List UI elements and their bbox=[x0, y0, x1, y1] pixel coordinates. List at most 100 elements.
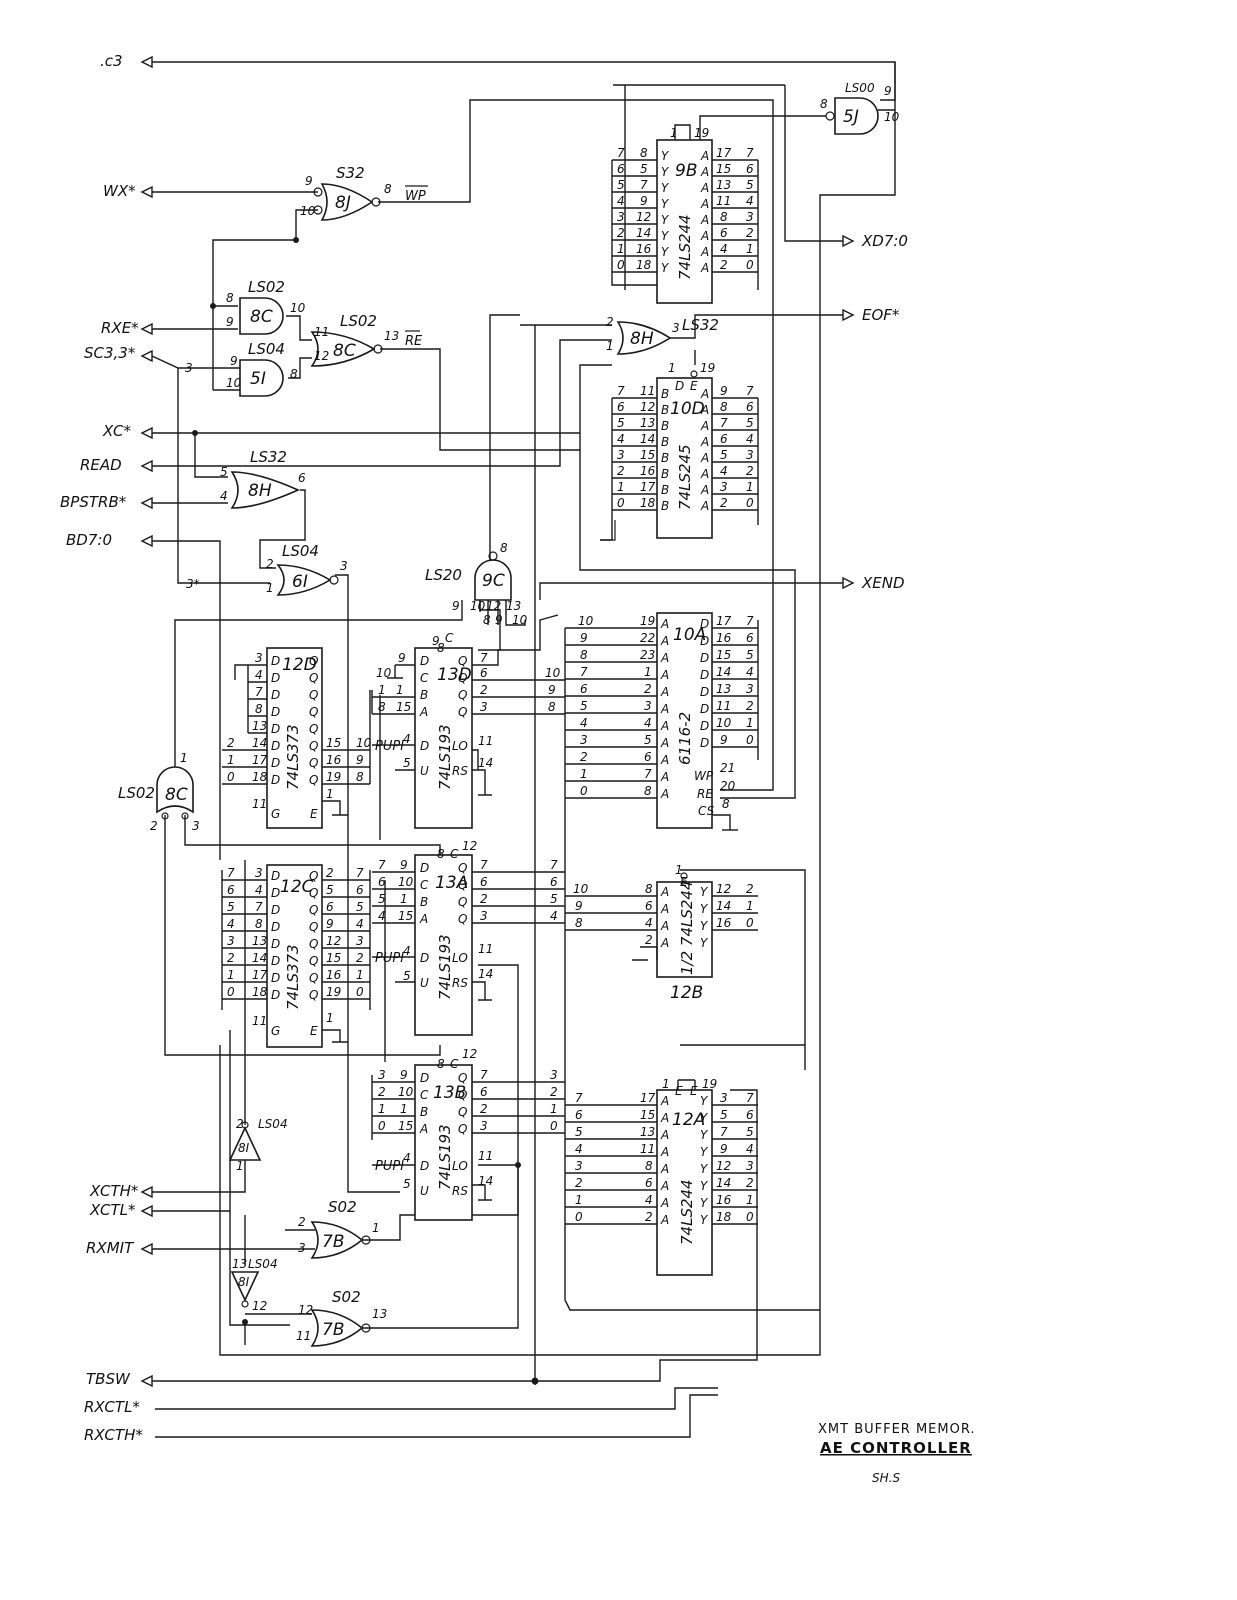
svg-text:3: 3 bbox=[298, 1241, 306, 1255]
svg-text:10: 10 bbox=[398, 875, 414, 889]
svg-text:D: D bbox=[700, 634, 709, 648]
svg-text:Y: Y bbox=[661, 261, 670, 275]
svg-text:4: 4 bbox=[746, 194, 754, 208]
input-sc33-label: SC3,3* bbox=[84, 344, 136, 362]
svg-text:18: 18 bbox=[716, 1210, 732, 1224]
gate-8h-upper-part: LS32 bbox=[682, 316, 719, 334]
svg-text:D: D bbox=[271, 756, 280, 770]
svg-text:12: 12 bbox=[462, 1047, 477, 1061]
svg-text:5: 5 bbox=[746, 1125, 754, 1139]
svg-text:1: 1 bbox=[662, 1077, 670, 1091]
svg-text:10: 10 bbox=[884, 110, 900, 124]
svg-text:0: 0 bbox=[580, 784, 588, 798]
svg-text:10: 10 bbox=[226, 376, 242, 390]
svg-text:7: 7 bbox=[617, 146, 625, 160]
svg-text:3: 3 bbox=[575, 1159, 583, 1173]
svg-text:A: A bbox=[700, 387, 709, 401]
svg-text:19: 19 bbox=[702, 1077, 717, 1091]
svg-text:B: B bbox=[661, 403, 669, 417]
gate-8h-lower-part: LS32 bbox=[250, 448, 287, 466]
svg-text:16: 16 bbox=[326, 968, 342, 982]
svg-text:18: 18 bbox=[636, 258, 652, 272]
svg-text:0: 0 bbox=[227, 770, 235, 784]
svg-text:10: 10 bbox=[545, 666, 561, 680]
chip-13d-ref: 13D bbox=[437, 665, 472, 685]
svg-text:16: 16 bbox=[716, 1193, 732, 1207]
svg-text:14: 14 bbox=[478, 967, 493, 981]
svg-text:11: 11 bbox=[640, 384, 655, 398]
svg-text:16: 16 bbox=[716, 631, 732, 645]
svg-text:3: 3 bbox=[340, 559, 348, 573]
output-eof-label: EOF* bbox=[862, 306, 900, 324]
svg-text:9: 9 bbox=[720, 733, 728, 747]
gate-8i-upper-part: LS04 bbox=[258, 1117, 288, 1131]
svg-text:G: G bbox=[271, 1024, 280, 1038]
svg-text:18: 18 bbox=[640, 496, 656, 510]
chip-13d-part: 74LS193 bbox=[436, 724, 454, 790]
svg-text:Q: Q bbox=[458, 895, 467, 909]
svg-text:7: 7 bbox=[480, 651, 488, 665]
output-ports: XD7:0 EOF* XEND bbox=[842, 232, 908, 592]
svg-text:7: 7 bbox=[746, 384, 754, 398]
chip-12a-part: 74LS244 bbox=[678, 1179, 696, 1245]
svg-text:E: E bbox=[310, 807, 318, 821]
svg-text:2: 2 bbox=[378, 1085, 386, 1099]
svg-text:8: 8 bbox=[437, 847, 445, 861]
svg-text:14: 14 bbox=[252, 951, 267, 965]
svg-text:D: D bbox=[271, 654, 280, 668]
svg-text:15: 15 bbox=[716, 648, 731, 662]
svg-text:2: 2 bbox=[150, 819, 158, 833]
svg-text:A: A bbox=[700, 483, 709, 497]
svg-text:D: D bbox=[420, 861, 429, 875]
gate-6i-part: LS04 bbox=[282, 542, 319, 560]
svg-text:15: 15 bbox=[396, 700, 411, 714]
svg-text:B: B bbox=[420, 688, 428, 702]
svg-text:2: 2 bbox=[617, 226, 625, 240]
svg-text:D: D bbox=[271, 869, 280, 883]
svg-text:7: 7 bbox=[255, 685, 263, 699]
svg-text:D: D bbox=[420, 1159, 429, 1173]
svg-text:Q: Q bbox=[309, 705, 318, 719]
svg-text:4: 4 bbox=[617, 194, 625, 208]
svg-text:Q: Q bbox=[309, 688, 318, 702]
svg-text:5: 5 bbox=[403, 1177, 411, 1191]
svg-text:15: 15 bbox=[326, 736, 341, 750]
svg-text:10: 10 bbox=[470, 599, 486, 613]
svg-text:Q: Q bbox=[309, 954, 318, 968]
svg-text:Y: Y bbox=[661, 245, 670, 259]
svg-text:7: 7 bbox=[746, 1091, 754, 1105]
svg-text:D: D bbox=[420, 1071, 429, 1085]
svg-text:6: 6 bbox=[326, 900, 334, 914]
svg-text:6: 6 bbox=[746, 162, 754, 176]
svg-text:3: 3 bbox=[480, 909, 488, 923]
svg-text:13: 13 bbox=[506, 599, 521, 613]
input-xcth-label: XCTH* bbox=[89, 1182, 139, 1200]
svg-text:6: 6 bbox=[480, 875, 488, 889]
svg-text:14: 14 bbox=[636, 226, 651, 240]
svg-text:1: 1 bbox=[617, 242, 625, 256]
svg-text:5: 5 bbox=[720, 448, 728, 462]
svg-text:11: 11 bbox=[640, 1142, 655, 1156]
svg-text:10: 10 bbox=[578, 614, 594, 628]
svg-text:2: 2 bbox=[227, 951, 235, 965]
svg-text:13: 13 bbox=[640, 1125, 655, 1139]
gate-8c-mid-ref: 8C bbox=[333, 341, 356, 361]
svg-text:Q: Q bbox=[458, 705, 467, 719]
svg-text:4: 4 bbox=[220, 489, 228, 503]
svg-text:Q: Q bbox=[458, 671, 467, 685]
svg-text:12: 12 bbox=[640, 400, 655, 414]
svg-text:1: 1 bbox=[378, 1102, 386, 1116]
svg-text:D: D bbox=[271, 773, 280, 787]
svg-text:16: 16 bbox=[326, 753, 342, 767]
svg-text:5: 5 bbox=[403, 969, 411, 983]
svg-text:Y: Y bbox=[700, 1196, 709, 1210]
svg-text:5: 5 bbox=[746, 178, 754, 192]
svg-text:D: D bbox=[271, 705, 280, 719]
svg-text:Q: Q bbox=[309, 869, 318, 883]
